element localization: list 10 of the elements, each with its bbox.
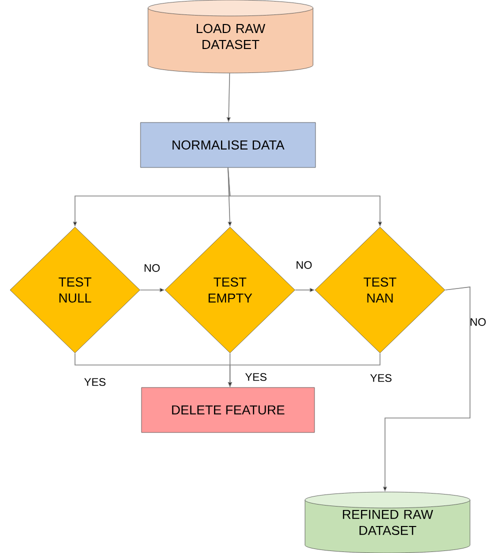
process-box: DELETE FEATURE: [141, 387, 315, 433]
edge-label: YES: [245, 373, 266, 381]
database-cylinder: LOAD RAW DATASET: [148, 0, 314, 74]
edge-label: NO: [470, 318, 486, 326]
edge-label: YES: [84, 378, 106, 386]
process-box: NORMALISE DATA: [140, 122, 316, 168]
database-cylinder: REFINED RAW DATASET: [304, 492, 470, 553]
edge-label: YES: [370, 374, 392, 382]
edge-label: NO: [296, 261, 312, 269]
edge-label: NO: [144, 264, 160, 272]
